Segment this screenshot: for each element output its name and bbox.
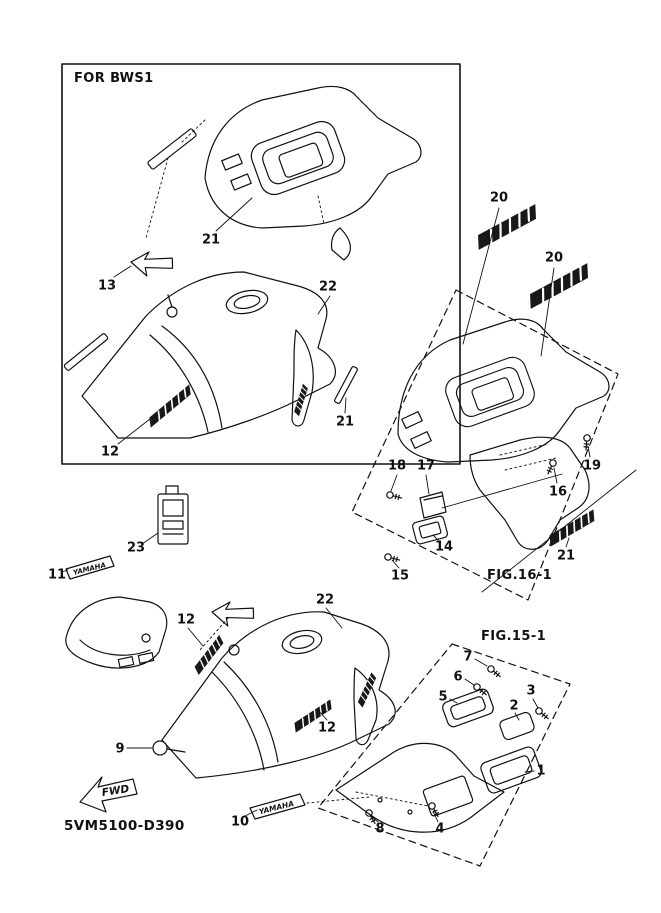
callout-14: 14 [434,539,454,555]
callout-22: 22 [318,279,338,295]
callout-16: 16 [548,484,568,500]
part-code-label: 5VM5100-D390 [64,818,185,834]
callout-20: 20 [489,190,509,206]
for-bws1-label: FOR BWS1 [74,71,154,86]
callout-18: 18 [387,458,407,474]
screw-15 [383,552,402,564]
front-fender-drawing-main [161,611,396,779]
rear-body-drawing-bws1 [204,85,422,261]
plate-14 [411,515,449,545]
callout-12: 12 [317,720,337,736]
molding-strip-21-bws1 [147,128,197,170]
callout-1: 1 [536,763,546,779]
decal-direction-arrow-13 [128,248,176,281]
plate-2 [499,711,535,741]
construction-lines [145,119,557,807]
callout-5: 5 [438,689,448,705]
callout-3: 3 [526,683,536,699]
screw-7 [485,663,503,680]
rear-fender-drawing [469,436,590,550]
fig16-reference-label: FIG.16-1 [487,568,553,583]
callout-21: 21 [201,232,221,248]
molding-strip-left-bws1 [63,333,109,371]
screw-18 [385,490,404,502]
stripe-decal-20b [522,259,596,313]
stripe-decal-21c [544,506,600,550]
bracket-17 [419,491,447,519]
stripe-decal-blade [355,671,379,709]
fwd-arrow-icon [79,776,138,813]
fig16-dashed-boundary [351,289,619,601]
callout-7: 7 [463,649,473,665]
callout-21: 21 [556,548,576,564]
callout-2: 2 [509,698,519,714]
grommet-9 [152,740,168,756]
fig15-dashed-boundary [317,643,571,867]
yamaha-emblem-10 [249,793,306,820]
decal-direction-arrow-22 [209,598,257,631]
callout-13: 13 [97,278,117,294]
plate-1 [480,746,542,794]
fig15-reference-label: FIG.15-1 [481,629,547,644]
leader-lines [61,197,637,823]
yamaha-emblem-10-text: YAMAHA [258,799,295,816]
callout-22: 22 [315,592,335,608]
screw-19 [582,433,592,451]
molding-strip-21b [334,366,358,404]
side-cover-drawing [65,596,168,669]
screw-16 [544,458,558,476]
callout-9: 9 [115,741,125,757]
callout-19: 19 [582,458,602,474]
yamaha-emblem-11-text: YAMAHA [72,561,106,577]
screw-3 [533,705,551,722]
callout-12: 12 [176,612,196,628]
front-fender-drawing-bws1 [81,271,336,439]
callout-11: 11 [47,567,67,583]
plate-5 [442,688,494,728]
callout-8: 8 [375,821,385,837]
stripe-decal-12b [191,633,227,677]
rear-body-drawing-fig16 [397,318,610,550]
yamaha-emblem-11 [65,555,115,580]
label-sheet-23 [157,485,189,545]
callout-4: 4 [435,821,445,837]
for-bws1-box [61,63,461,465]
footboard-drawing [335,742,505,833]
callout-20: 20 [544,250,564,266]
callout-12: 12 [100,444,120,460]
stripe-decal-nose-bws1 [144,382,196,430]
fwd-arrow-text: FWD [101,783,130,799]
callout-23: 23 [126,540,146,556]
callout-15: 15 [390,568,410,584]
stripe-decal-20a [470,200,544,254]
callout-17: 17 [416,458,436,474]
callout-10: 10 [230,814,250,830]
callout-6: 6 [453,669,463,685]
callout-21: 21 [335,414,355,430]
